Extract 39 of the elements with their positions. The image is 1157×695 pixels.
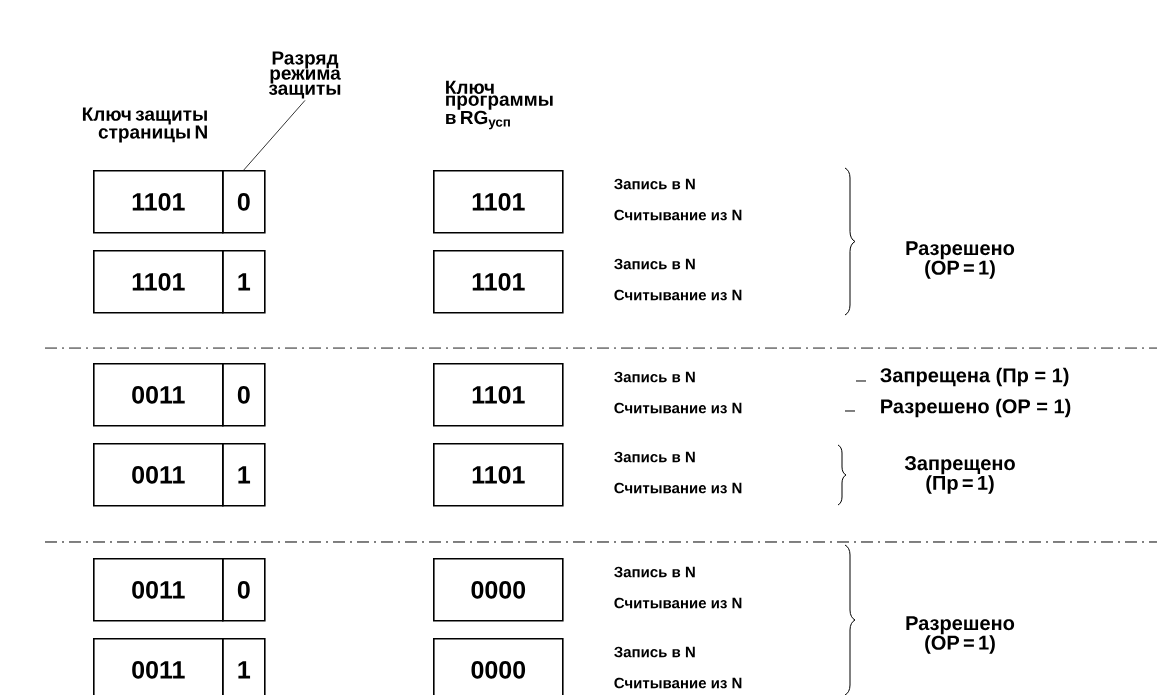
operation-text: Считывание из N xyxy=(614,402,742,414)
result-text: Запрещено (Пр = 1) xyxy=(904,456,1015,494)
mode-bit-cell: 0 xyxy=(222,170,266,234)
operation-text: Запись в N xyxy=(614,646,695,658)
operation-text: Считывание из N xyxy=(614,209,742,221)
header-text: Ключ защиты страницы N xyxy=(82,107,207,143)
operation-text: Запись в N xyxy=(614,178,695,190)
result-text: Запрещена (Пр = 1) xyxy=(880,367,1069,387)
result-text: Разрешено (ОР = 1) xyxy=(906,241,1015,279)
program-key-box: 1101 xyxy=(433,443,564,507)
program-key-box: 1101 xyxy=(433,170,564,234)
key-cell: 1101 xyxy=(93,250,224,314)
result-text: Разрешено (ОР = 1) xyxy=(906,616,1015,654)
program-key-box: 0000 xyxy=(433,558,564,622)
program-key-box: 1101 xyxy=(433,250,564,314)
operation-text: Считывание из N xyxy=(614,482,742,494)
operation-text: Считывание из N xyxy=(614,289,742,301)
header-text: Разряд режима защиты xyxy=(269,51,341,99)
operation-text: Запись в N xyxy=(614,451,695,463)
mode-bit-cell: 0 xyxy=(222,363,266,427)
program-key-box: 0000 xyxy=(433,638,564,695)
key-cell: 1101 xyxy=(93,170,224,234)
program-key-box: 1101 xyxy=(433,363,564,427)
mode-bit-cell: 1 xyxy=(222,638,266,695)
operation-text: Считывание из N xyxy=(614,597,742,609)
leader-line xyxy=(243,100,306,171)
key-cell: 0011 xyxy=(93,443,224,507)
key-cell: 0011 xyxy=(93,638,224,695)
key-cell: 0011 xyxy=(93,558,224,622)
result-text: Разрешено (ОР = 1) xyxy=(881,398,1071,418)
operation-text: Запись в N xyxy=(614,566,695,578)
operation-text: Запись в N xyxy=(614,258,695,270)
header-text: Ключ программы в RG$_{усп}$ xyxy=(446,80,553,130)
mode-bit-cell: 0 xyxy=(222,558,266,622)
mode-bit-cell: 1 xyxy=(222,443,266,507)
key-cell: 0011 xyxy=(93,363,224,427)
operation-text: Запись в N xyxy=(614,371,695,383)
mode-bit-cell: 1 xyxy=(222,250,266,314)
operation-text: Считывание из N xyxy=(614,677,742,689)
